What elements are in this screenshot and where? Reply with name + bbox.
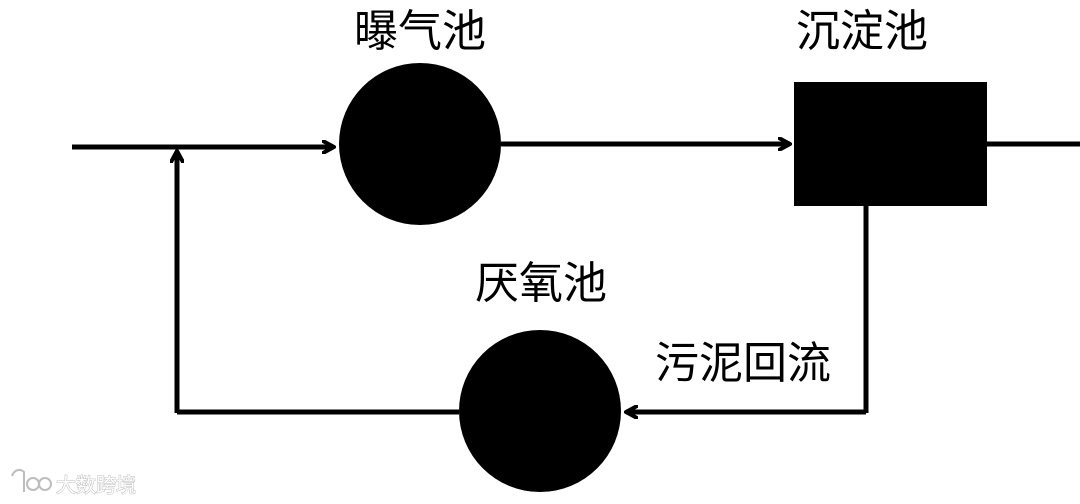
- watermark: 大数跨境: [11, 468, 137, 498]
- return-sludge-label: 污泥回流: [655, 338, 831, 389]
- sedimentation-tank-node: [794, 82, 987, 206]
- anaerobic-tank-node: [459, 330, 621, 492]
- anaerobic-tank-label: 厌氧池: [475, 258, 607, 309]
- aeration-tank-node: [339, 63, 501, 225]
- sedimentation-tank-label: 沉淀池: [796, 6, 928, 57]
- watermark-text: 大数跨境: [56, 473, 136, 497]
- watermark-logo-icon: [11, 468, 52, 492]
- aeration-tank-label: 曝气池: [354, 6, 486, 57]
